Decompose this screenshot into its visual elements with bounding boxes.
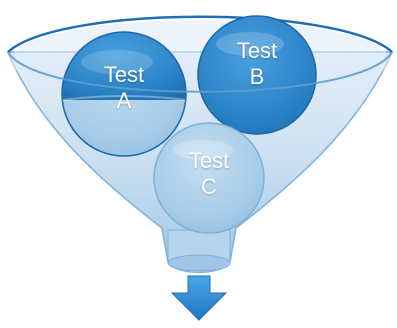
ball-c-label-line2: C — [201, 174, 217, 199]
funnel-stem-bottom — [167, 254, 231, 272]
funnel-rim-back — [7, 15, 393, 53]
ball-c-label: Test C — [169, 148, 249, 200]
ball-a-label-line2: A — [116, 88, 132, 113]
ball-a-label: Test A — [84, 62, 164, 114]
ball-b-label: Test B — [217, 38, 297, 90]
ball-test-a — [61, 31, 187, 157]
ball-test-b — [197, 15, 317, 135]
ball-b-highlight — [216, 32, 284, 56]
ball-c-label-line1: Test — [188, 148, 230, 173]
down-arrow-icon — [170, 275, 228, 321]
ball-test-c — [153, 122, 265, 234]
ball-c-highlight — [173, 140, 233, 160]
funnel-rim-front — [7, 51, 393, 93]
ball-b-label-line1: Test — [236, 38, 278, 63]
ball-b-label-line2: B — [249, 64, 265, 89]
ball-a-label-line1: Test — [103, 62, 145, 87]
